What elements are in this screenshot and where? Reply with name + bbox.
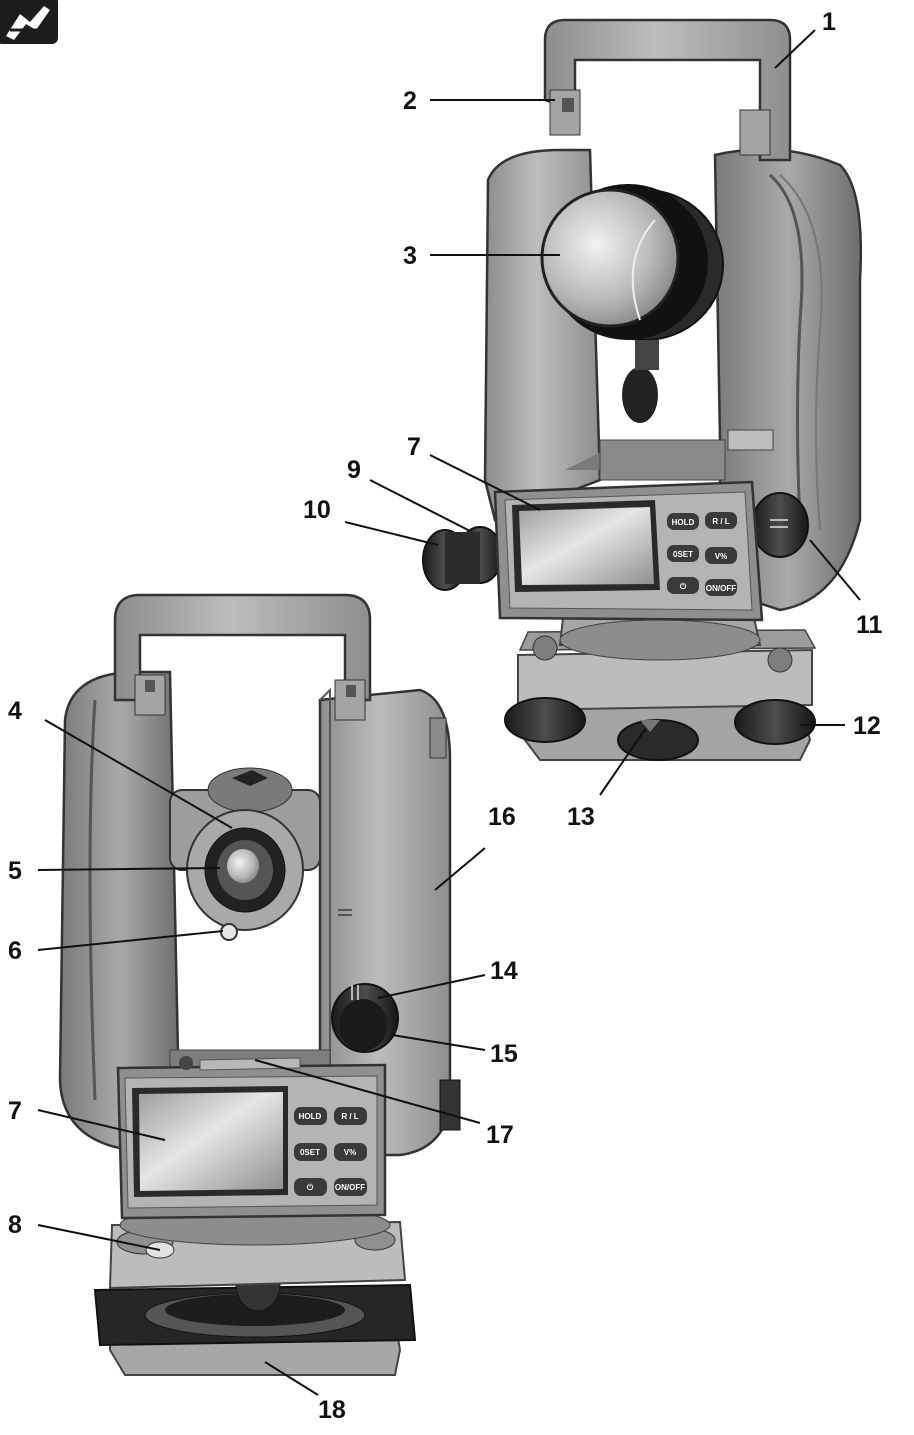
callout-2: 2 (403, 87, 417, 115)
callout-17: 17 (486, 1121, 514, 1149)
leader-lines (37, 29, 861, 1396)
bottom-0set-button: 0SET (300, 1148, 320, 1157)
callout-8: 8 (8, 1211, 22, 1239)
callout-18: 18 (318, 1396, 346, 1424)
top-power-button: ⏻ (680, 582, 687, 591)
theodolite-front-view: HOLD R / L 0SET V% ⏻ ON/OFF (58, 593, 461, 1376)
bottom-keypad: HOLD R / L 0SET V% ⏻ ON/OFF (294, 1107, 367, 1196)
callout-15: 15 (490, 1040, 518, 1068)
bottom-vpercent-button: V% (344, 1148, 356, 1157)
callout-5: 5 (8, 857, 22, 885)
callout-10: 10 (303, 496, 331, 524)
callout-13: 13 (567, 803, 595, 831)
top-keypad: HOLD R / L 0SET V% ⏻ ON/OFF (667, 512, 737, 596)
top-vpercent-button: V% (715, 552, 727, 561)
bottom-power-button: ⏻ (307, 1183, 314, 1192)
hand-pen-icon (0, 0, 58, 44)
callout-14: 14 (490, 957, 518, 985)
theodolite-rear-view: HOLD R / L 0SET V% ⏻ ON/OFF (422, 18, 863, 761)
callout-11: 11 (856, 611, 883, 639)
top-0set-button: 0SET (673, 550, 693, 559)
callout-1: 1 (822, 8, 836, 36)
top-rl-button: R / L (712, 517, 729, 526)
bottom-onoff-button: ON/OFF (335, 1183, 365, 1192)
callout-9: 9 (347, 456, 361, 484)
callout-3: 3 (403, 242, 417, 270)
callout-6: 6 (8, 937, 22, 965)
callout-12: 12 (853, 712, 881, 740)
callout-16: 16 (488, 803, 516, 831)
callout-7-bottom: 7 (8, 1097, 22, 1125)
top-hold-button: HOLD (672, 518, 695, 527)
callout-7-top: 7 (407, 433, 421, 461)
bottom-hold-button: HOLD (299, 1112, 322, 1121)
callout-4: 4 (8, 697, 22, 725)
bottom-rl-button: R / L (341, 1112, 358, 1121)
callout-labels: 1 2 3 7 9 10 11 12 13 4 5 6 7 8 14 15 16… (8, 8, 883, 1424)
top-onoff-button: ON/OFF (706, 584, 736, 593)
